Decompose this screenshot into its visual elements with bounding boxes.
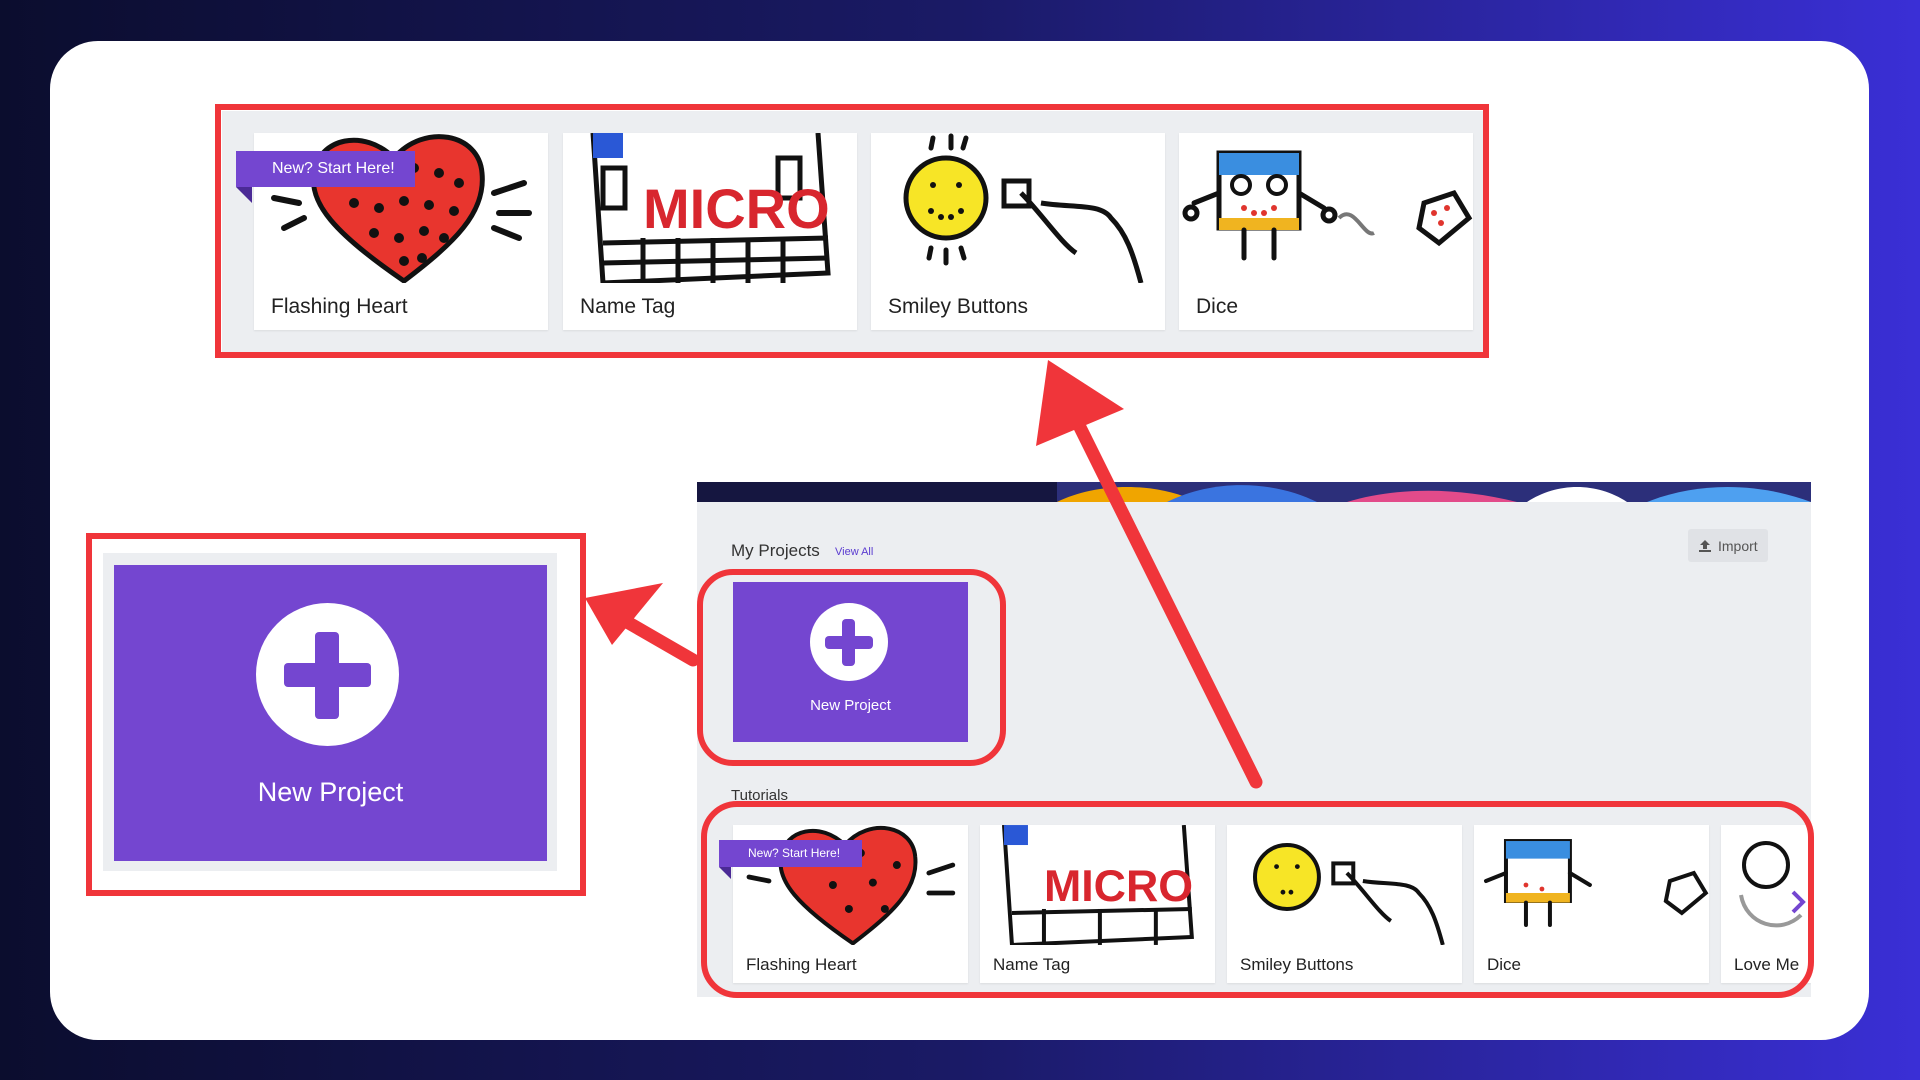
highlight-box-tutorials — [701, 801, 1814, 998]
card-label: Name Tag — [993, 955, 1071, 974]
new-project-tile-zoom[interactable]: New Project — [114, 565, 547, 861]
new-start-here-badge: New? Start Here! — [236, 151, 415, 203]
new-start-here-badge: New? Start Here! — [719, 840, 862, 879]
card-dice[interactable]: Dice — [1474, 825, 1709, 983]
plus-circle — [810, 603, 888, 681]
import-label: Import — [1718, 537, 1758, 554]
new-project-label: New Project — [810, 697, 891, 714]
new-project-tile[interactable]: New Project — [733, 582, 968, 742]
top-card-name-tag[interactable]: MICRO Name Tag — [563, 133, 857, 330]
card-label: Smiley Buttons — [888, 295, 1029, 318]
plus-icon-stem — [842, 619, 855, 666]
svg-text:MICRO: MICRO — [1044, 861, 1193, 911]
dice-icon — [1483, 839, 1709, 927]
arrowhead-left — [585, 583, 663, 645]
highlight-box-new-project-zoom — [86, 533, 586, 896]
arrow-to-top-tutorials — [1054, 382, 1263, 789]
badge-label: New? Start Here! — [272, 160, 395, 177]
card-label: Flashing Heart — [271, 295, 408, 318]
card-smiley-buttons[interactable]: Smiley Buttons — [1227, 825, 1462, 983]
dice-icon — [1182, 150, 1473, 261]
microbit-icon: MICRO — [1001, 825, 1194, 945]
new-project-label: New Project — [257, 777, 404, 807]
card-label: Dice — [1196, 295, 1239, 318]
arrowhead-up — [1036, 360, 1124, 446]
header-banner — [697, 482, 1811, 502]
card-name-tag[interactable]: MICRO Name Tag — [980, 825, 1215, 983]
love-meter-art — [1739, 841, 1803, 928]
smiley-icon — [903, 133, 1144, 283]
view-all-link[interactable]: View All — [835, 546, 874, 558]
smiley-icon — [1252, 843, 1445, 945]
upload-icon — [1699, 539, 1711, 552]
top-card-dice[interactable]: Dice — [1179, 133, 1473, 330]
card-love-meter[interactable]: Love Me — [1721, 825, 1811, 983]
card-label: Flashing Heart — [746, 955, 857, 974]
tutorials-title: Tutorials — [731, 787, 788, 804]
plus-circle — [256, 603, 399, 746]
svg-text:MICRO: MICRO — [643, 177, 830, 240]
card-label: Name Tag — [580, 295, 676, 318]
microbit-icon: MICRO — [590, 133, 831, 283]
plus-icon-stem — [315, 632, 339, 719]
card-label: Dice — [1487, 955, 1522, 974]
import-button[interactable]: Import — [1688, 529, 1768, 562]
chevron-right-icon[interactable] — [1788, 887, 1808, 917]
badge-label: New? Start Here! — [748, 846, 841, 860]
highlight-box-top-tutorials — [215, 104, 1489, 358]
card-label: Smiley Buttons — [1240, 955, 1354, 974]
highlight-box-new-project — [697, 569, 1006, 766]
projects-page-screenshot: My Projects View All Import New Project … — [697, 482, 1811, 997]
top-card-smiley-buttons[interactable]: Smiley Buttons — [871, 133, 1165, 330]
my-projects-title: My Projects — [731, 541, 820, 560]
